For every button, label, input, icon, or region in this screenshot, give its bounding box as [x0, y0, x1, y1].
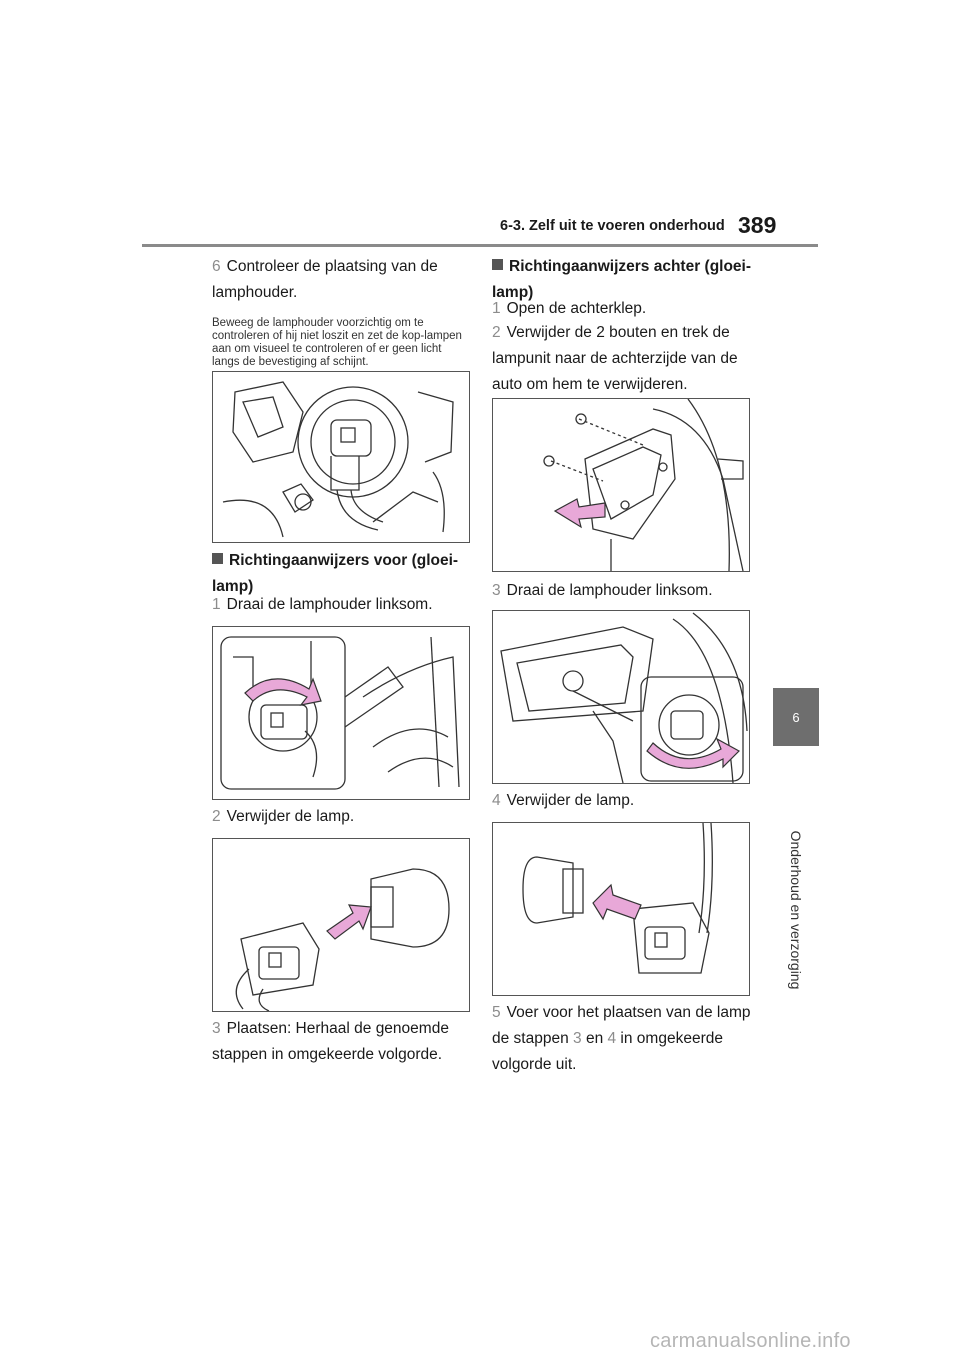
step-number: 2 [212, 808, 221, 825]
step-text: Verwijder de lamp. [226, 808, 355, 825]
step-text: Verwijder de 2 bouten en trek de lampuni… [492, 324, 738, 393]
step-text: Draai de lamphouder linksom. [226, 596, 433, 613]
figure-rear-lamp-unit [492, 398, 750, 572]
step-text-mid: en [581, 1030, 608, 1047]
front-turn-holder-illustration [220, 636, 460, 790]
step-text: Draai de lamphouder linksom. [506, 582, 713, 599]
figure-lamp-holder-check [212, 371, 470, 543]
left-step-2: 2 Verwijder de lamp. [212, 804, 472, 830]
step-number: 1 [212, 596, 221, 613]
step-text: Verwijder de lamp. [506, 792, 635, 809]
heading-text: Richtingaanwijzers voor (gloei-lamp) [212, 552, 459, 595]
front-remove-bulb-illustration [235, 868, 450, 1011]
step-text: Open de achterklep. [506, 300, 647, 317]
chapter-tab[interactable]: 6 [773, 688, 819, 746]
page-number: 389 [738, 212, 777, 238]
left-step-1: 1 Draai de lamphouder linksom. [212, 592, 472, 618]
step-text-after: in omgekeerde volgorde uit. [492, 1030, 723, 1073]
figure-front-remove-bulb [212, 838, 470, 1012]
step-reference-b: 4 [607, 1030, 617, 1047]
step-number: 1 [492, 300, 501, 317]
right-step-3: 3 Draai de lamphouder linksom. [492, 578, 754, 604]
heading-front-indicators: Richtingaanwijzers voor (gloei-lamp) [212, 548, 472, 600]
step-text: Controleer de plaatsing van de lamphoude… [212, 258, 438, 301]
section-title: 6-3. Zelf uit te voeren onderhoud [500, 218, 725, 234]
step-reference-a: 3 [573, 1030, 582, 1047]
square-bullet-icon [212, 553, 223, 564]
step-number: 2 [492, 324, 501, 341]
step-number: 5 [492, 1004, 501, 1021]
heading-rear-indicators: Richtingaanwijzers achter (gloei-lamp) [492, 254, 752, 306]
step-number: 4 [492, 792, 501, 809]
step-number: 6 [212, 258, 221, 275]
header-rule [142, 244, 818, 247]
watermark: carmanualsonline.info [650, 1330, 851, 1352]
rear-turn-holder-illustration [500, 612, 748, 783]
figure-front-turn-holder [212, 626, 470, 800]
chapter-number: 6 [792, 709, 800, 725]
chapter-label: Onderhoud en verzorging [788, 830, 804, 990]
right-step-1: 1 Open de achterklep. [492, 296, 754, 322]
figure-rear-remove-bulb [492, 822, 750, 996]
rear-remove-bulb-illustration [522, 823, 713, 974]
step-number: 3 [492, 582, 501, 599]
step-text: Plaatsen: Herhaal de genoemde stappen in… [212, 1020, 449, 1063]
check-note: Beweeg de lamphouder voorzichtig om te c… [212, 317, 462, 368]
rear-lamp-unit-illustration [543, 399, 744, 571]
figure-rear-turn-holder [492, 610, 750, 784]
square-bullet-icon [492, 259, 503, 270]
heading-text: Richtingaanwijzers achter (gloei-lamp) [492, 258, 752, 301]
lamp-holder-check-illustration [222, 381, 454, 538]
right-step-4: 4 Verwijder de lamp. [492, 788, 754, 814]
step-text-before: Voer voor het plaatsen van de lamp de st… [492, 1004, 751, 1047]
step-number: 3 [212, 1020, 221, 1037]
